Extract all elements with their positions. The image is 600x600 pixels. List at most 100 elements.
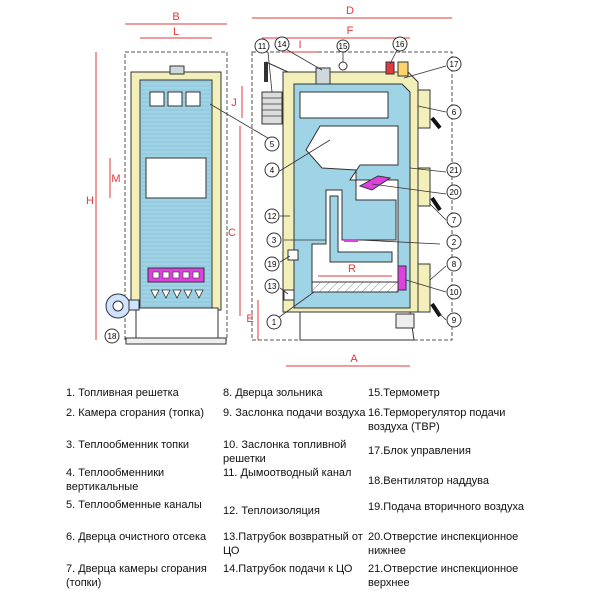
callout-4-label: 4 [270,166,275,175]
dim-label-l: L [173,26,179,38]
callout-9-label: 9 [452,316,457,325]
dimension-lines [95,17,452,367]
side-door-firebox [417,167,431,207]
legend-item: 18.Вентилятор наддува [368,475,489,487]
front-base [125,337,227,345]
callout-17-label: 17 [450,60,459,69]
callout-16: 16 [392,36,408,52]
callout-12-label: 12 [268,212,277,221]
dim-label-a: A [350,353,358,365]
dim-label-d: D [346,5,354,17]
front-top-window-2 [167,91,183,107]
callout-5: 5 [264,136,280,152]
control-unit [397,61,409,77]
legend-item: 6. Дверца очистного отсека [66,531,207,543]
legend-item: 4. Теплообменники вертикальные [66,467,165,493]
callout-13: 13 [264,278,280,294]
flue-channel [261,91,283,125]
handle-2 [430,196,442,212]
callout-20: 20 [446,184,462,200]
callout-14-label: 14 [278,40,287,49]
side-view [251,51,453,341]
callout-18: 18 [104,328,120,344]
side-ash-door [395,313,415,329]
callout-2-label: 2 [452,238,457,247]
legend-item: 16.Терморегулятор подачи воздуха (ТВР) [368,407,506,433]
callout-10-label: 10 [450,288,459,297]
dim-label-e: E [246,313,253,325]
dim-label-b: B [172,11,179,23]
legend-item: 2. Камера сгорания (топка) [66,407,205,419]
legend-item: 11. Дымоотводный канал [223,467,352,479]
dimension-labels: B L H M D F I J C E R A [86,5,358,365]
side-vent-lower [397,265,407,291]
legend: 1. Топливная решетка 2. Камера сгорания … [0,380,600,600]
side-exchanger [329,195,393,263]
callout-2: 2 [446,234,462,250]
callout-circles: 1 2 3 4 5 6 7 8 9 10 11 12 13 14 16 17 1… [104,36,462,344]
legend-item: 8. Дверца зольника [223,387,323,399]
callout-1-label: 1 [272,318,277,327]
callout-12: 12 [264,208,280,224]
callout-9: 9 [446,312,462,328]
callout-4: 4 [264,162,280,178]
callout-3-label: 3 [272,236,277,245]
front-flue-stub [169,65,185,75]
callout-6-label: 6 [452,108,457,117]
legend-item: 20.Отверстие инспекционное нижнее [368,531,519,557]
callout-14: 14 [274,36,290,52]
dim-label-j: J [231,97,237,109]
callout-19-label: 19 [268,260,277,269]
callout-6: 6 [446,104,462,120]
callout-16-label: 16 [396,40,405,49]
callout-20-label: 20 [450,188,459,197]
legend-item: 7. Дверца камеры сгорания (топки) [66,563,207,589]
side-ash-pan [299,311,415,341]
dim-label-h: H [86,195,94,207]
callout-7: 7 [446,212,462,228]
legend-item: 13.Патрубок возвратный от ЦО [223,531,363,557]
callout-7-label: 7 [452,216,457,225]
front-ash-box [135,307,219,339]
callout-8: 8 [446,256,462,272]
callout-21-label: 21 [450,166,459,175]
dim-label-c: C [228,227,236,239]
flue-fins [262,97,282,117]
legend-item: 10. Заслонка топливной решетки [223,439,347,465]
side-vent-mid [344,239,358,242]
callout-11-label: 11 [258,42,267,51]
leader-lines [209,47,447,321]
front-vent-holes [152,271,200,279]
pipe-return [283,289,295,301]
dim-label-m: M [111,173,120,185]
callout-5-label: 5 [270,140,275,149]
chimney-stub [315,67,331,85]
front-firebox [145,157,207,199]
front-top-window-1 [149,91,165,107]
callout-19: 19 [264,256,280,272]
side-door-cleaning [417,89,431,129]
side-firebox [305,125,399,293]
callout-3: 3 [266,232,282,248]
legend-item: 15.Термометр [368,387,440,399]
boiler-diagram: B L H M D F I J C E R A 1 2 3 [86,5,462,367]
callout-21: 21 [446,162,462,178]
side-grate [311,281,399,293]
legend-item: 21.Отверстие инспекционное верхнее [368,563,519,589]
front-view [105,51,228,345]
dim-label-f: F [347,25,354,37]
side-door-ash [417,263,431,313]
callout-18-label: 18 [108,332,117,341]
fan-hub [112,300,124,312]
dim-label-r: R [348,263,356,275]
legend-item: 3. Теплообменник топки [66,439,190,451]
legend-item: 19.Подача вторичного воздуха [368,501,524,513]
side-flue-passage [299,91,389,119]
regulator-icon [385,61,395,75]
support-strut [265,61,289,73]
front-grate [150,289,204,299]
legend-item: 9. Заслонка подачи воздуха [223,407,366,419]
callout-13-label: 13 [268,282,277,291]
legend-item: 5. Теплообменные каналы [66,499,202,511]
front-top-window-3 [185,91,201,107]
